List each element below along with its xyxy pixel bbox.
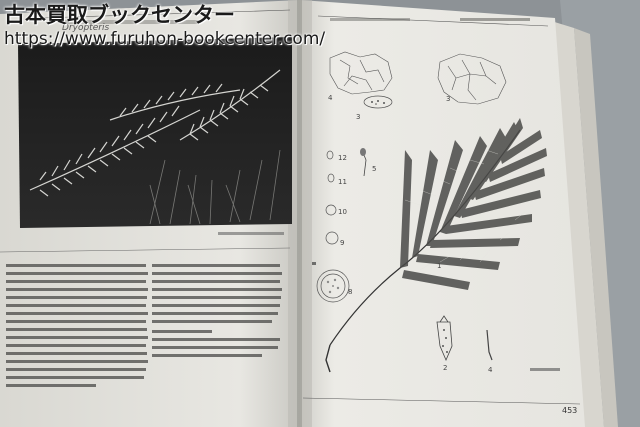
figure-number: 3 — [446, 95, 451, 103]
figure-number: 3 — [356, 113, 361, 121]
figure-number: 10 — [338, 208, 347, 216]
figure-number: 4 — [328, 94, 333, 102]
figure-number: 2 — [443, 364, 448, 372]
figure-number: 4 — [488, 366, 493, 374]
figure-number: 5 — [372, 165, 377, 173]
watermark-url: https://www.furuhon-bookcenter.com/ — [4, 29, 326, 49]
right-page — [300, 0, 585, 427]
watermark-title: 古本買取ブックセンター — [4, 3, 235, 27]
species-header: Dryopteris — [62, 23, 110, 33]
figure-number: 9 — [340, 239, 345, 247]
figure-number: 1 — [437, 262, 442, 270]
figure-number: 8 — [348, 288, 353, 296]
watermark: 古本買取ブックセンター https://www.furuhon-bookcent… — [4, 2, 325, 50]
figure-number: 12 — [338, 154, 347, 162]
page-number: 453 — [562, 406, 578, 415]
figure-number: 11 — [338, 178, 347, 186]
